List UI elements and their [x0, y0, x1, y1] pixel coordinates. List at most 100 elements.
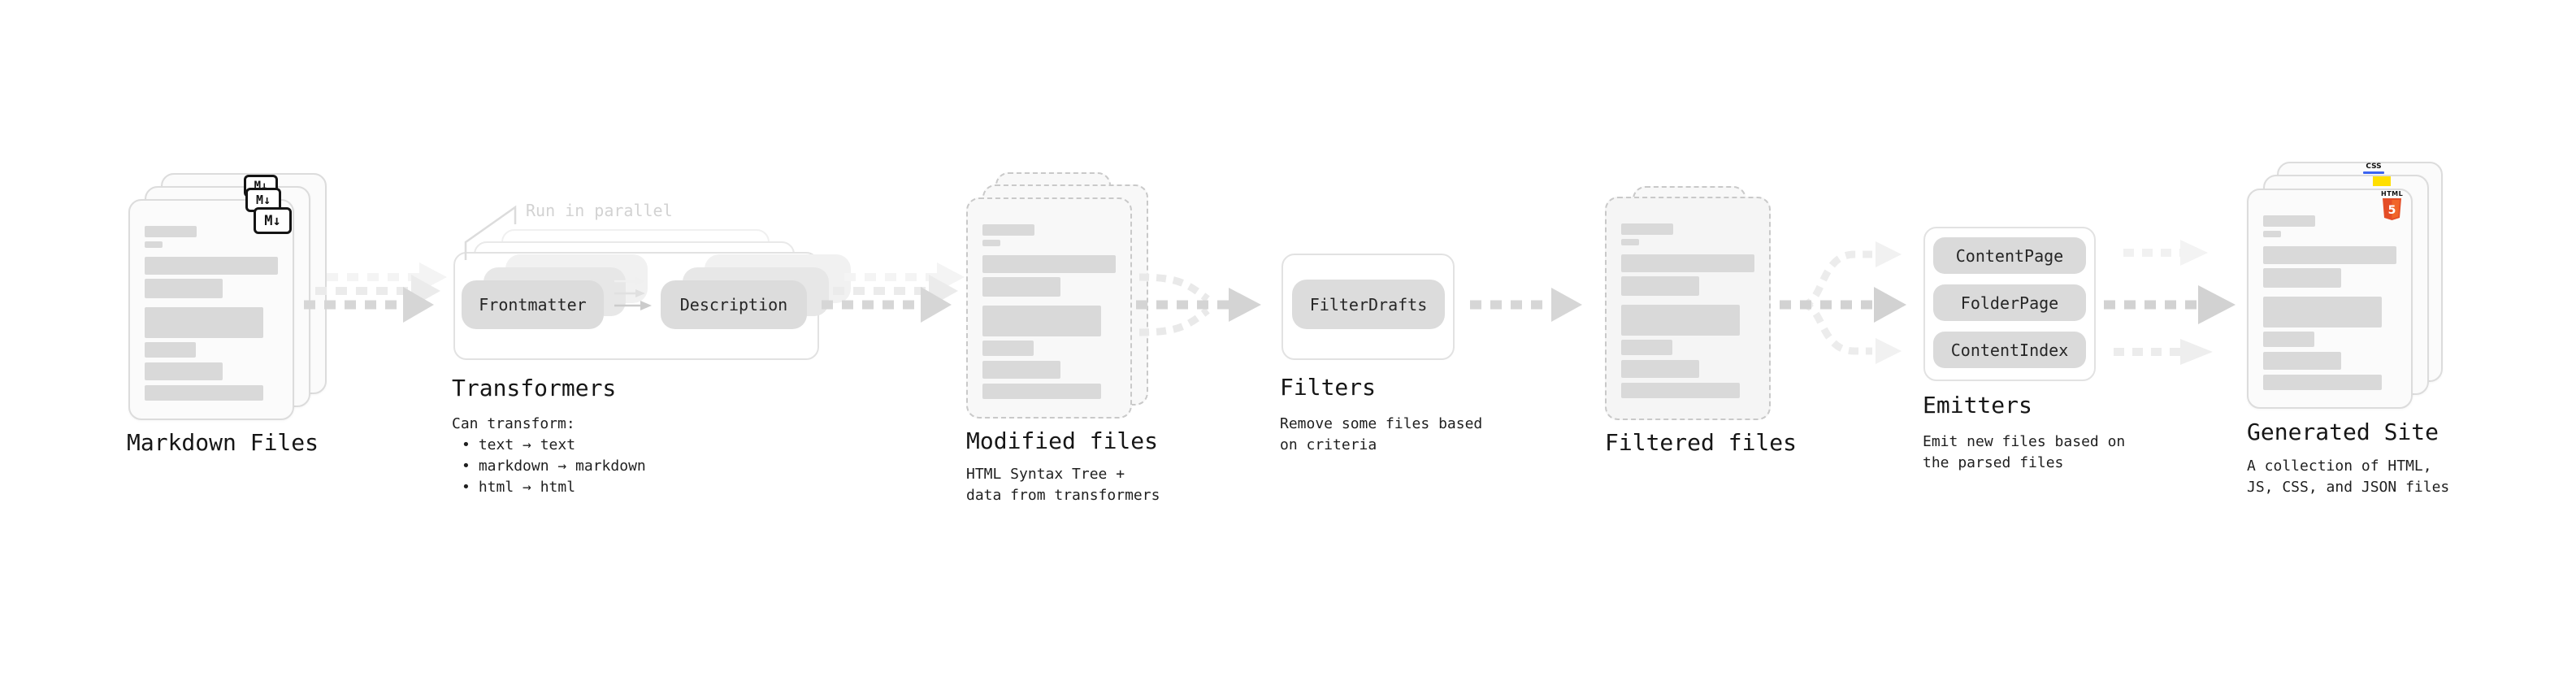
bullet-text: text → text: [478, 436, 576, 453]
node-frontmatter: Frontmatter: [462, 280, 604, 329]
css-icon: CSS: [2363, 163, 2384, 174]
transformer-container-middle: [474, 241, 795, 339]
skeleton-line: [2263, 246, 2396, 264]
skeleton-line: [2263, 268, 2341, 288]
stage-title-markdown-files: Markdown Files: [127, 429, 319, 456]
note-line: Emit new files based on: [1923, 433, 2126, 450]
filtered-file-card-back: [1633, 186, 1746, 349]
note-line: JS, CSS, and JSON files: [2247, 479, 2450, 496]
emitters-note: Emit new files based on the parsed files: [1923, 432, 2125, 474]
stage-title-filters: Filters: [1280, 374, 1377, 401]
skeleton-line: [1621, 383, 1740, 398]
skeleton-line: [982, 240, 1000, 246]
note-line: Remove some files based: [1280, 415, 1483, 432]
annotation-callout-line: [464, 205, 517, 260]
filters-container: [1281, 254, 1455, 360]
markdown-file-card-middle: [145, 186, 310, 407]
filters-note: Remove some files based on criteria: [1280, 414, 1482, 456]
skeleton-line: [1621, 239, 1639, 245]
flow-arrow-markdown-to-transformers: [304, 262, 447, 323]
skeleton-line: [145, 385, 263, 401]
skeleton-line: [145, 362, 223, 380]
node-frontmatter-echo: [505, 254, 648, 303]
node-folderpage: FolderPage: [1933, 284, 2086, 321]
transform-arrows: [614, 277, 652, 310]
skeleton-line: [982, 306, 1101, 336]
modified-files-note: HTML Syntax Tree + data from transformer…: [966, 464, 1160, 506]
node-filterdrafts: FilterDrafts: [1292, 280, 1445, 329]
html5-shield-number: 5: [2387, 204, 2396, 217]
skeleton-line: [2263, 332, 2314, 347]
skeleton-line: [982, 277, 1060, 297]
bullet-glyph: •: [462, 458, 471, 475]
skeleton-line: [145, 342, 196, 358]
transformer-container-back: [501, 229, 770, 327]
flow-arrow-modified-to-filters: [1136, 273, 1261, 336]
skeleton-line: [982, 361, 1060, 379]
skeleton-line: [145, 257, 278, 275]
site-file-card-css: [2277, 162, 2443, 382]
filtered-file-card-front: [1605, 197, 1771, 420]
skeleton-line: [1621, 305, 1740, 336]
skeleton-line: [1621, 276, 1699, 296]
site-file-card-html: [2247, 189, 2413, 409]
bullet-glyph: •: [462, 479, 471, 496]
modified-file-card-middle: [982, 184, 1148, 406]
html5-icon: HTML 5: [2381, 190, 2404, 220]
markdown-icon: M↓: [244, 175, 278, 197]
flow-arrow-emitters-to-site: [2104, 240, 2236, 365]
transformers-note: Can transform: • text → text • markdown → …: [452, 414, 646, 498]
html5-icon-label: HTML: [2381, 190, 2404, 197]
js-icon: [2373, 176, 2391, 186]
skeleton-line: [2263, 352, 2341, 370]
bullet-glyph: •: [462, 436, 471, 453]
skeleton-line: [1621, 340, 1672, 355]
skeleton-line: [1621, 254, 1754, 272]
bullet-text: markdown → markdown: [478, 458, 646, 475]
skeleton-line: [2263, 215, 2315, 227]
skeleton-line: [2263, 297, 2382, 327]
markdown-icon: M↓: [245, 188, 281, 212]
skeleton-line: [1621, 223, 1673, 235]
css-icon-label: CSS: [2366, 163, 2382, 171]
flow-arrow-transformers-to-modified: [822, 262, 965, 323]
note-heading: Can transform:: [452, 415, 575, 432]
generated-site-note: A collection of HTML, JS, CSS, and JSON …: [2247, 456, 2449, 498]
file-content-skeleton: [145, 226, 278, 401]
stage-title-generated-site: Generated Site: [2247, 419, 2439, 445]
note-bullet: • text → text: [452, 435, 646, 456]
skeleton-line: [145, 226, 197, 237]
node-description: Description: [661, 280, 807, 329]
stage-title-transformers: Transformers: [452, 375, 617, 401]
flow-arrow-filtered-to-emitters: [1780, 241, 1906, 364]
skeleton-line: [982, 255, 1116, 273]
skeleton-line: [1621, 360, 1699, 378]
skeleton-line: [145, 279, 223, 298]
stage-title-filtered-files: Filtered files: [1605, 429, 1798, 456]
note-line: HTML Syntax Tree +: [966, 466, 1125, 483]
note-line: data from transformers: [966, 487, 1160, 504]
note-line: on criteria: [1280, 436, 1377, 453]
css-icon-underline: [2363, 171, 2384, 174]
node-description-echo: [683, 267, 829, 316]
file-content-skeleton: [2263, 215, 2396, 390]
node-contentindex: ContentIndex: [1933, 332, 2086, 368]
skeleton-line: [982, 384, 1101, 399]
file-content-skeleton: [982, 224, 1116, 399]
emitters-container: [1923, 227, 2096, 381]
modified-file-card-back: [995, 172, 1111, 367]
markdown-file-card-front: [128, 199, 294, 420]
bullet-text: html → html: [478, 479, 576, 496]
markdown-icon: M↓: [254, 207, 292, 234]
note-line: A collection of HTML,: [2247, 458, 2432, 475]
skeleton-line: [2263, 375, 2382, 390]
node-contentpage: ContentPage: [1933, 237, 2086, 274]
site-file-card-js: [2263, 175, 2429, 395]
flow-arrow-filters-to-filtered: [1470, 288, 1582, 322]
skeleton-line: [982, 340, 1034, 356]
note-bullet: • markdown → markdown: [452, 456, 646, 477]
skeleton-line: [2263, 231, 2281, 237]
file-content-skeleton: [1621, 223, 1754, 398]
skeleton-line: [145, 307, 263, 338]
stage-title-emitters: Emitters: [1923, 392, 2032, 419]
